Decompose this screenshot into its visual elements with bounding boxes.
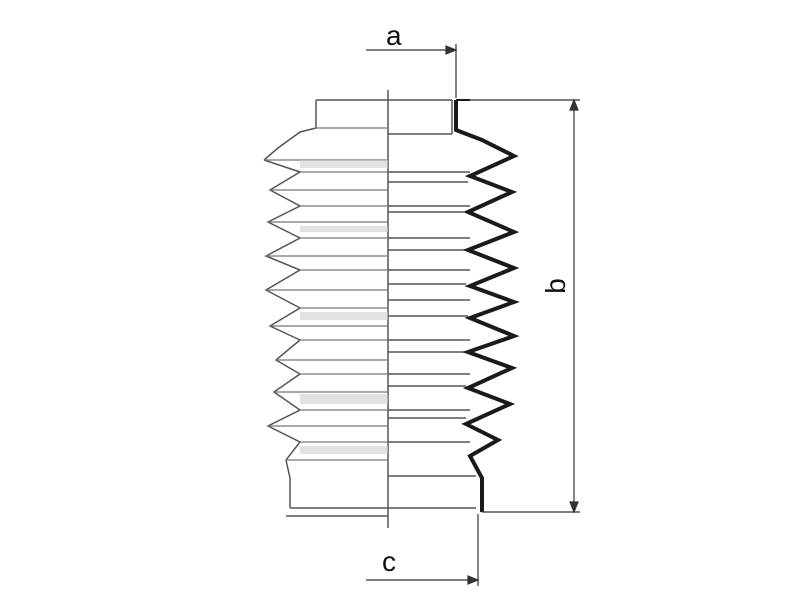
left-shading [300, 160, 388, 454]
dimension-b-label: b [539, 278, 571, 294]
dimension-c [366, 514, 480, 586]
dimension-b [470, 98, 580, 514]
left-fold-lines [264, 127, 388, 461]
dimension-a [366, 44, 458, 98]
boot-left-exterior [263, 99, 388, 517]
dimension-c-label: c [382, 546, 396, 577]
dimension-a-label: a [386, 20, 402, 51]
boot-wall-profile [454, 100, 520, 512]
boot-right-section [388, 99, 476, 509]
